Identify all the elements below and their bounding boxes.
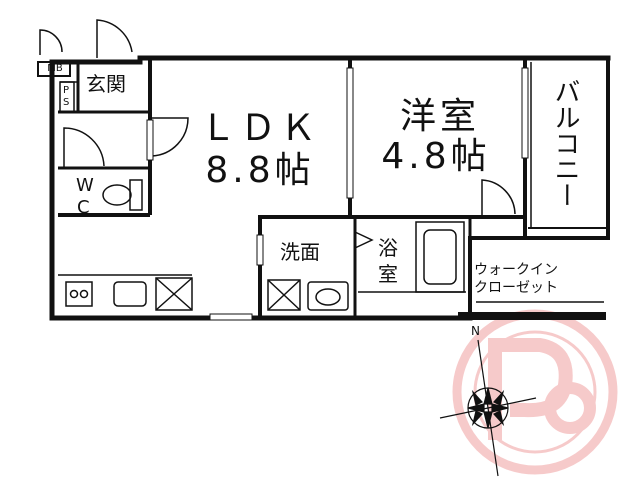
ps-label-s: S (63, 97, 70, 108)
ps-label-p: P (63, 85, 70, 96)
wc-label-c: C (77, 197, 90, 218)
ps-box (59, 81, 75, 113)
wc-label-w: W (76, 175, 94, 196)
toilet (102, 179, 143, 211)
mb-label: MB (47, 63, 63, 74)
ldk-name-label: ＬＤＫ (199, 108, 320, 149)
bath-label-1: 浴 (378, 236, 398, 260)
bathtub (358, 221, 466, 293)
ldk-size-label: 8.8帖 (205, 150, 315, 191)
compass-icon (439, 339, 537, 477)
entrance-label: 玄関 (86, 72, 126, 96)
walk-in-closet-label-2: クローゼット (474, 280, 558, 296)
walk-in-closet-label-1: ウォークイン (474, 262, 558, 278)
washroom-label: 洗面 (280, 240, 320, 264)
kitchen-counter (58, 274, 193, 311)
balcony-label: バルコニー (550, 78, 580, 208)
mb-box (37, 61, 71, 77)
bath-label-2: 室 (378, 262, 398, 286)
western-room-size-label: 4.8帖 (381, 136, 491, 177)
door-swings (39, 19, 516, 249)
openings (146, 67, 529, 321)
western-room-name-label: 洋室 (399, 96, 480, 137)
washbasin (267, 279, 349, 311)
watermark-logo (452, 309, 618, 475)
compass-north-label: N (471, 324, 480, 338)
